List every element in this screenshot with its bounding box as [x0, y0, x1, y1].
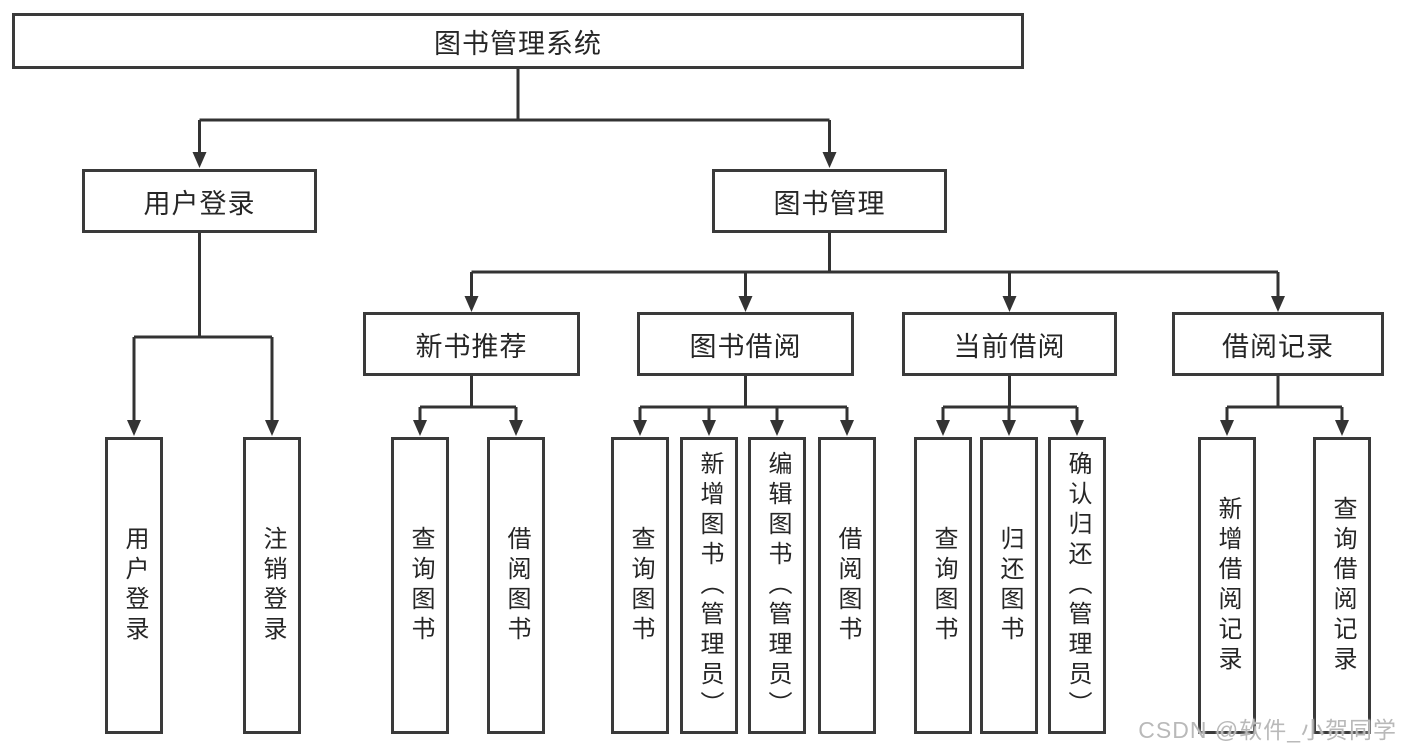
node-leaf-return-books: 归还图书 [980, 437, 1038, 734]
node-leaf-user-login-label: 用户登录 [121, 525, 148, 646]
node-leaf-borrow-query-books-label: 查询图书 [627, 525, 654, 646]
node-book-management-label: 图书管理 [773, 188, 886, 219]
node-leaf-current-query-books: 查询图书 [914, 437, 972, 734]
node-leaf-recommend-borrow-books-label: 借阅图书 [503, 525, 530, 646]
node-leaf-add-books-admin-label: 新增图书（管理员） [696, 450, 723, 721]
csdn-watermark: CSDN @软件_小贺同学 [1138, 717, 1397, 743]
node-leaf-current-query-books-label: 查询图书 [930, 525, 957, 646]
node-leaf-confirm-return-admin-label: 确认归还（管理员） [1064, 450, 1091, 721]
node-user-login-label: 用户登录 [143, 188, 256, 219]
node-book-borrowing-label: 图书借阅 [689, 331, 802, 362]
node-current-borrowing-label: 当前借阅 [953, 331, 1066, 362]
node-leaf-query-borrow-record: 查询借阅记录 [1313, 437, 1371, 734]
node-leaf-edit-books-admin-label: 编辑图书（管理员） [764, 450, 791, 721]
node-leaf-add-borrow-record: 新增借阅记录 [1198, 437, 1256, 734]
node-leaf-borrow-query-books: 查询图书 [611, 437, 669, 734]
connector-strokes [132, 68, 1344, 421]
node-borrowing-records-label: 借阅记录 [1222, 331, 1334, 362]
node-new-book-recommend-label: 新书推荐 [415, 331, 528, 362]
node-leaf-add-books-admin: 新增图书（管理员） [680, 437, 738, 734]
node-new-book-recommend: 新书推荐 [363, 312, 580, 376]
node-book-management: 图书管理 [712, 169, 947, 233]
node-leaf-recommend-query-books-label: 查询图书 [407, 525, 434, 646]
node-leaf-edit-books-admin: 编辑图书（管理员） [748, 437, 806, 734]
node-leaf-logout-label: 注销登录 [259, 525, 286, 646]
node-leaf-user-login: 用户登录 [105, 437, 163, 734]
node-root-system: 图书管理系统 [12, 13, 1024, 69]
node-leaf-borrow-books: 借阅图书 [818, 437, 876, 734]
node-borrowing-records: 借阅记录 [1172, 312, 1384, 376]
node-leaf-logout: 注销登录 [243, 437, 301, 734]
node-leaf-return-books-label: 归还图书 [996, 525, 1023, 646]
node-book-borrowing: 图书借阅 [637, 312, 854, 376]
node-user-login: 用户登录 [82, 169, 317, 233]
arrow-heads [127, 152, 1349, 436]
node-leaf-confirm-return-admin: 确认归还（管理员） [1048, 437, 1106, 734]
node-leaf-recommend-borrow-books: 借阅图书 [487, 437, 545, 734]
node-leaf-borrow-books-label: 借阅图书 [834, 525, 861, 646]
node-root-system-label: 图书管理系统 [434, 28, 602, 59]
node-current-borrowing: 当前借阅 [902, 312, 1117, 376]
node-leaf-recommend-query-books: 查询图书 [391, 437, 449, 734]
node-leaf-query-borrow-record-label: 查询借阅记录 [1329, 495, 1356, 676]
node-leaf-add-borrow-record-label: 新增借阅记录 [1214, 495, 1241, 676]
